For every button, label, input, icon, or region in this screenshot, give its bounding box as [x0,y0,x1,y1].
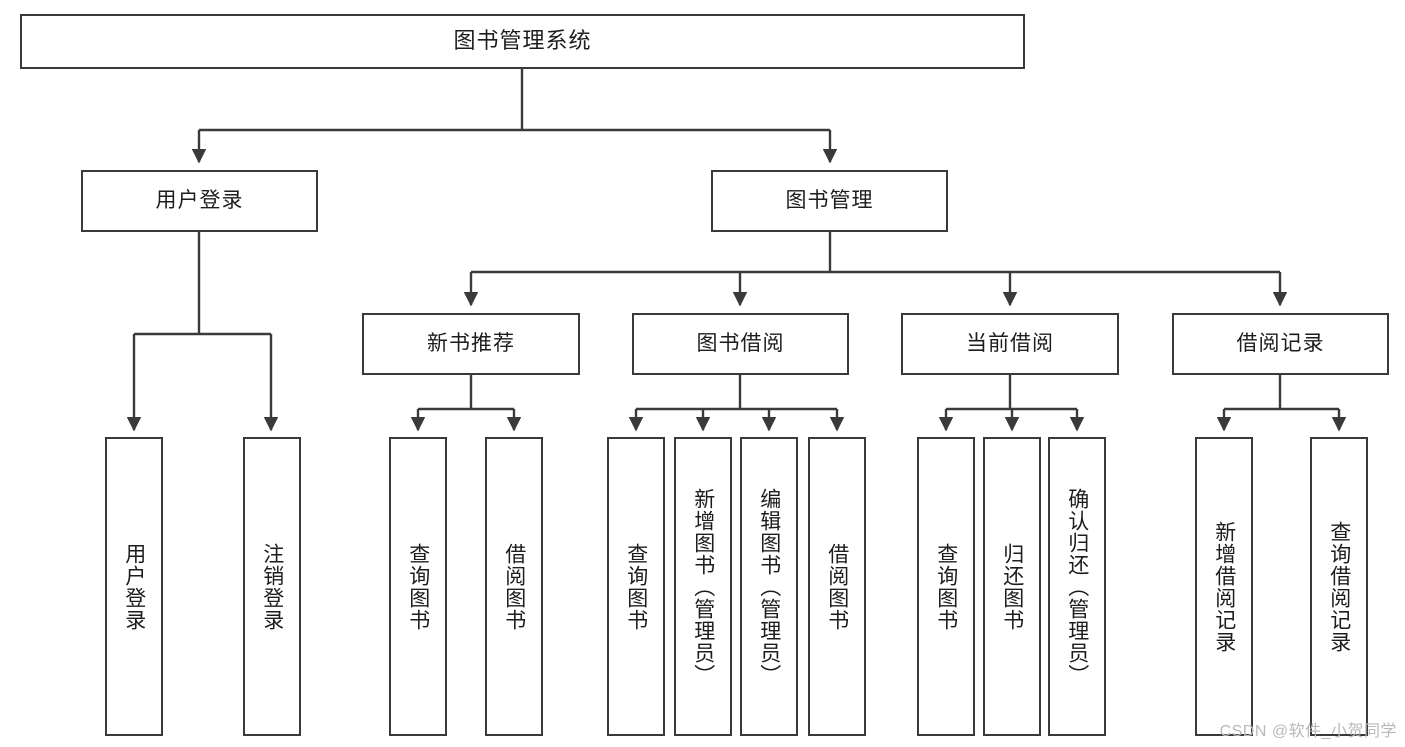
leaf-current-borrow-return-books[interactable]: 归还图书 [983,437,1041,736]
leaf-label: 新增图书（管理员） [691,487,715,686]
node-new-book-recommendation[interactable]: 新书推荐 [362,313,580,375]
leaf-label: 借阅图书 [502,542,526,631]
leaf-label: 查询图书 [934,542,958,631]
node-current-borrowing[interactable]: 当前借阅 [901,313,1119,375]
leaf-label: 注销登录 [260,542,284,631]
node-user-login[interactable]: 用户登录 [81,170,318,232]
leaf-label: 编辑图书（管理员） [757,487,781,686]
leaf-new-book-borrow-books[interactable]: 借阅图书 [485,437,543,736]
leaf-user-login-logout[interactable]: 注销登录 [243,437,301,736]
leaf-label: 查询图书 [406,542,430,631]
leaf-book-borrow-add-book-admin[interactable]: 新增图书（管理员） [674,437,732,736]
leaf-current-borrow-confirm-return-admin[interactable]: 确认归还（管理员） [1048,437,1106,736]
node-book-borrowing[interactable]: 图书借阅 [632,313,849,375]
leaf-borrow-record-query-record[interactable]: 查询借阅记录 [1310,437,1368,736]
node-book-management[interactable]: 图书管理 [711,170,948,232]
leaf-borrow-record-add-record[interactable]: 新增借阅记录 [1195,437,1253,736]
leaf-label: 用户登录 [122,542,146,631]
leaf-label: 查询借阅记录 [1327,520,1351,653]
leaf-book-borrow-edit-book-admin[interactable]: 编辑图书（管理员） [740,437,798,736]
leaf-book-borrow-borrow-books[interactable]: 借阅图书 [808,437,866,736]
leaf-user-login-login[interactable]: 用户登录 [105,437,163,736]
node-book-management-system[interactable]: 图书管理系统 [20,14,1025,69]
node-borrowing-record[interactable]: 借阅记录 [1172,313,1389,375]
leaf-label: 新增借阅记录 [1212,520,1236,653]
leaf-label: 查询图书 [624,542,648,631]
leaf-label: 确认归还（管理员） [1065,487,1089,686]
leaf-book-borrow-query-books[interactable]: 查询图书 [607,437,665,736]
leaf-label: 借阅图书 [825,542,849,631]
csdn-watermark: CSDN @软件_小贺同学 [1219,723,1397,740]
leaf-current-borrow-query-books[interactable]: 查询图书 [917,437,975,736]
leaf-label: 归还图书 [1000,542,1024,631]
leaf-new-book-query-books[interactable]: 查询图书 [389,437,447,736]
